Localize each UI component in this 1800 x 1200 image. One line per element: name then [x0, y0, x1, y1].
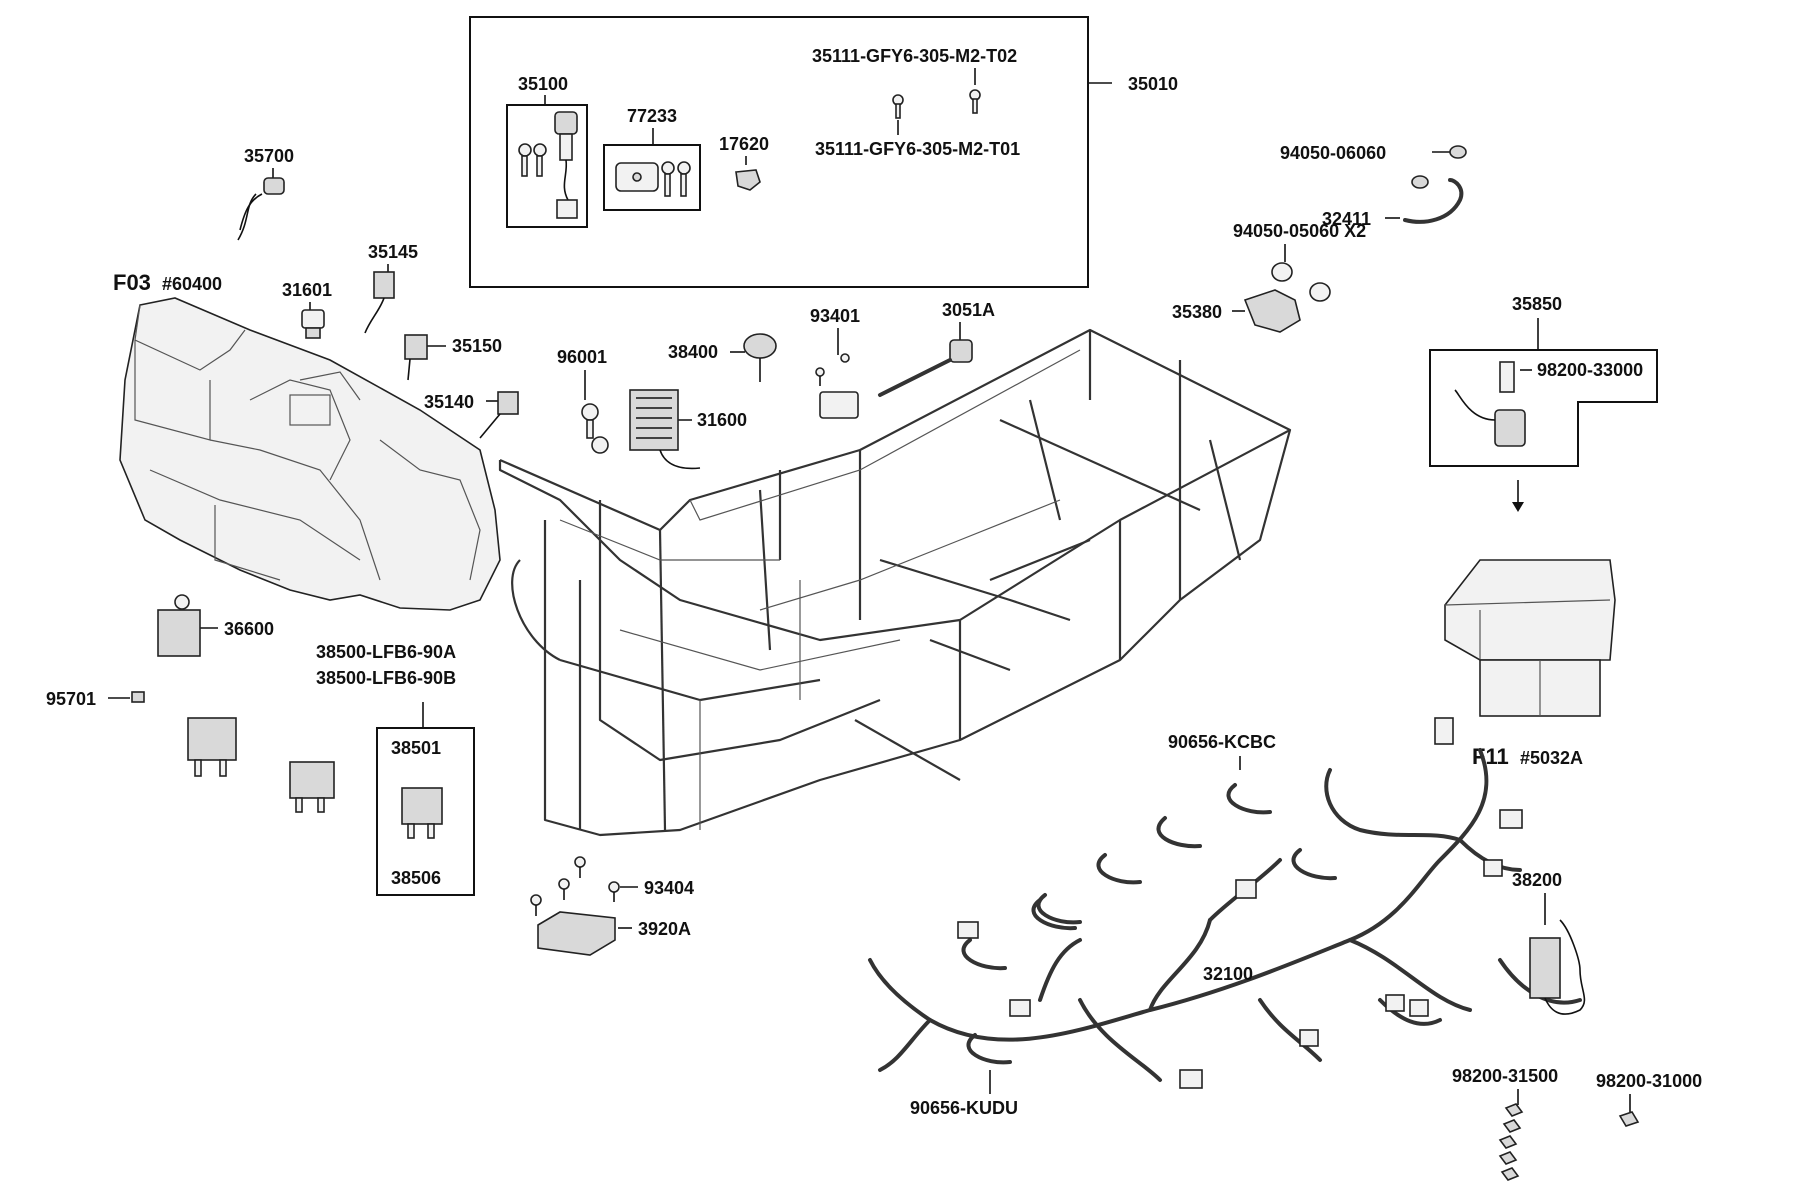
label-35111-t01[interactable]: 35111-GFY6-305-M2-T01 [815, 139, 1020, 159]
label-17620[interactable]: 17620 [719, 134, 769, 154]
nut-94050-05060-icon [1271, 262, 1331, 302]
cable-3051A-icon [819, 339, 973, 419]
label-90656-KCBC[interactable]: 90656-KCBC [1168, 732, 1276, 752]
box-38500 [376, 727, 475, 896]
nut-94050-06060-icon [1411, 145, 1467, 189]
label-38506[interactable]: 38506 [391, 868, 441, 888]
label-32100[interactable]: 32100 [1203, 964, 1253, 984]
relay-36600-icon [157, 594, 201, 657]
label-35100[interactable]: 35100 [518, 74, 568, 94]
label-77233[interactable]: 77233 [627, 106, 677, 126]
label-38200[interactable]: 38200 [1512, 870, 1562, 890]
key-set-group: 35010 35100 77233 17620 [469, 16, 1178, 288]
label-35380[interactable]: 35380 [1172, 302, 1222, 322]
regulator-31600-icon [629, 389, 701, 470]
label-94050-06060[interactable]: 94050-06060 [1280, 143, 1386, 163]
label-95701[interactable]: 95701 [46, 689, 96, 709]
label-F11-ref[interactable]: #5032A [1520, 748, 1583, 768]
relay-38501-icon [401, 787, 443, 839]
label-35111-t02[interactable]: 35111-GFY6-305-M2-T02 [812, 46, 1017, 66]
label-38500a[interactable]: 38500-LFB6-90A [316, 642, 456, 662]
label-38400[interactable]: 38400 [668, 342, 718, 362]
label-38501[interactable]: 38501 [391, 738, 441, 758]
label-94050-05060[interactable]: 94050-05060 X2 [1233, 221, 1366, 241]
key-set-box [469, 16, 1089, 288]
label-36600[interactable]: 36600 [224, 619, 274, 639]
switch-35150-icon [404, 334, 428, 381]
switch-35145-icon [364, 271, 395, 334]
ignition-switch-icon [518, 111, 578, 219]
bolt-95701-icon [131, 691, 145, 703]
label-32411[interactable]: 32411 [1322, 209, 1371, 229]
label-31600[interactable]: 31600 [697, 410, 747, 430]
relay-38500-icon [187, 717, 335, 813]
label-31601[interactable]: 31601 [282, 280, 332, 300]
label-F11[interactable]: F11 [1472, 744, 1509, 769]
fuse-98200-31500-icon [1498, 1103, 1524, 1181]
lock-cylinder-icon [615, 161, 691, 197]
label-3920A[interactable]: 3920A [638, 919, 691, 939]
label-90656-KUDU[interactable]: 90656-KUDU [910, 1098, 1018, 1118]
sensor-35380-icon [1243, 289, 1301, 333]
label-98200-33000[interactable]: 98200-33000 [1537, 360, 1643, 380]
ground-cable-32411-icon [1403, 178, 1464, 224]
label-35145[interactable]: 35145 [368, 242, 418, 262]
label-98200-31000[interactable]: 98200-31000 [1596, 1071, 1702, 1091]
relay-31601-icon [301, 309, 325, 339]
arrow-head-icon [1512, 502, 1524, 512]
label-93404[interactable]: 93404 [644, 878, 694, 898]
label-98200-31500[interactable]: 98200-31500 [1452, 1066, 1558, 1086]
dash-panel-F03 [119, 297, 501, 611]
fuse-box-38200-icon [1529, 919, 1586, 1015]
label-F03-ref[interactable]: #60400 [162, 274, 222, 294]
power-socket-icon [237, 177, 285, 241]
label-35850[interactable]: 35850 [1512, 294, 1562, 314]
label-35140[interactable]: 35140 [424, 392, 474, 412]
label-35700[interactable]: 35700 [244, 146, 294, 166]
label-3051A[interactable]: 3051A [942, 300, 995, 320]
label-35010[interactable]: 35010 [1128, 74, 1178, 94]
label-96001[interactable]: 96001 [557, 347, 607, 367]
battery-box-F11 [1444, 559, 1616, 717]
main-frame-chassis [498, 328, 1292, 837]
fuel-cap-icon [735, 169, 761, 191]
box-35100 [506, 104, 588, 228]
fuse-98200-31000-icon [1618, 1111, 1640, 1127]
cable-bands-icon [961, 783, 1337, 1065]
screw-93401-icon [815, 353, 850, 386]
label-35150[interactable]: 35150 [452, 336, 502, 356]
label-93401[interactable]: 93401 [810, 306, 860, 326]
screw-93404-icon [530, 856, 620, 916]
switch-35140-icon [479, 391, 519, 439]
key-icon [892, 89, 981, 119]
horn-38400-icon [743, 333, 777, 382]
label-38500b[interactable]: 38500-LFB6-90B [316, 668, 456, 688]
box-77233 [603, 144, 701, 211]
box-35850 [1429, 349, 1658, 467]
bolt-96001-icon [581, 403, 609, 454]
ecu-3920A-icon [537, 911, 616, 956]
label-F03[interactable]: F03 [113, 270, 151, 295]
starter-relay-icon [1454, 361, 1526, 447]
main-harness-32100 [868, 717, 1582, 1089]
